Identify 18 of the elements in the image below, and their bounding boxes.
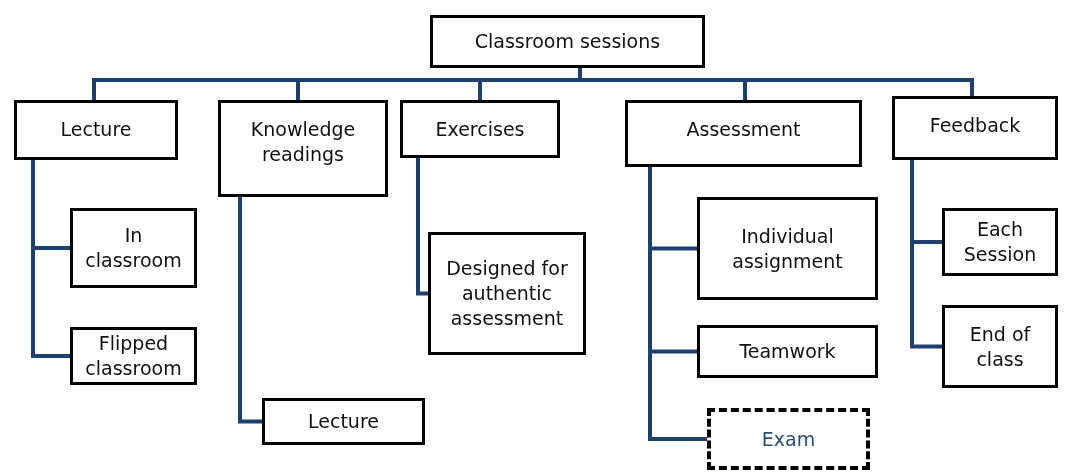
connector-line xyxy=(238,197,262,424)
node-box: Assessment xyxy=(625,100,862,167)
node-box: Feedback xyxy=(892,96,1058,160)
node-box: End of class xyxy=(942,305,1058,388)
node-box: Classroom sessions xyxy=(430,15,705,68)
node-box: Teamwork xyxy=(697,325,878,378)
node-box: Flipped classroom xyxy=(70,327,197,385)
node-box: In classroom xyxy=(70,208,197,288)
node-box: Exam xyxy=(707,408,870,470)
node-box: Lecture xyxy=(14,100,178,160)
node-box: Each Session xyxy=(942,208,1058,276)
node-box: Knowledge readings xyxy=(218,100,388,197)
node-box: Exercises xyxy=(400,100,560,158)
connector-line xyxy=(416,158,428,296)
node-box: Lecture xyxy=(262,398,425,445)
connector-line xyxy=(648,167,707,441)
node-box: Designed for authentic assessment xyxy=(428,232,586,355)
node-box: Individual assignment xyxy=(697,197,878,300)
